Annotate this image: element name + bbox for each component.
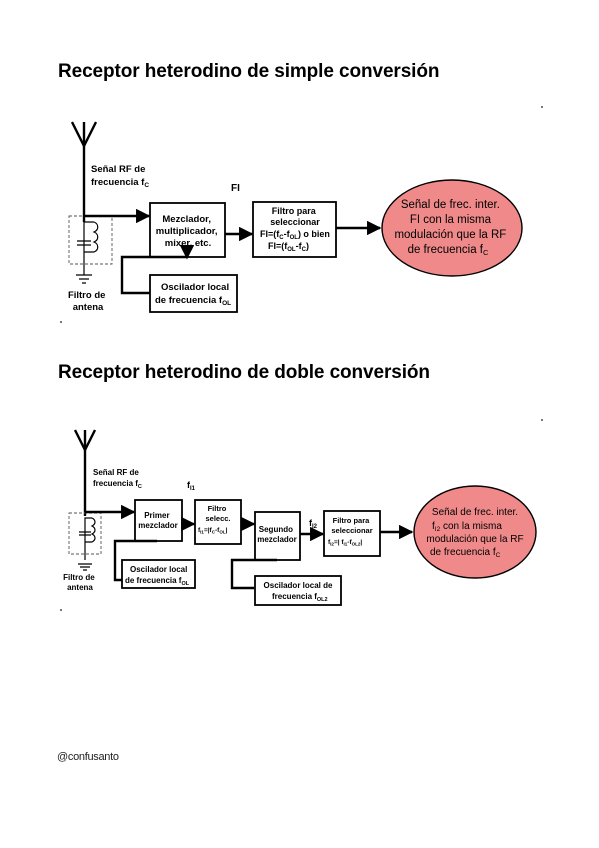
oscillator2-label: Oscilador local de bbox=[264, 581, 333, 590]
filter1-label: Filtro selecc. bbox=[205, 504, 230, 523]
output-signal-label-line3: modulación que la RF bbox=[426, 534, 523, 545]
filter2-formula: fI2=| fI1-fOL2| bbox=[328, 539, 362, 547]
antenna-filter-label: Filtro de antena bbox=[68, 290, 108, 313]
oscillator-box bbox=[149, 274, 238, 313]
oscillator2-label-line2: frecuencia fOL2 bbox=[272, 592, 328, 603]
stray-dot bbox=[541, 106, 543, 108]
filter-box bbox=[252, 201, 337, 258]
antenna-icon bbox=[70, 121, 98, 222]
stray-dot bbox=[541, 419, 543, 421]
simple-conversion-diagram: Señal RF de frecuencia fC Filtro de ante… bbox=[68, 121, 523, 313]
section-title-simple: Receptor heterodino de simple conversión bbox=[58, 61, 440, 82]
filter-label: Filtro para seleccionar bbox=[270, 206, 320, 227]
mixer1-box bbox=[134, 499, 183, 542]
output-signal-ellipse bbox=[381, 179, 523, 277]
fi-label: FI bbox=[231, 183, 240, 194]
mixer-label: Mezclador, multiplicador, mixer, etc. bbox=[156, 214, 220, 249]
signal-label: Señal RF de frecuencia fC bbox=[91, 164, 149, 189]
stray-dot bbox=[60, 321, 62, 323]
filter1-formula: fI1=|fC-fOL| bbox=[198, 527, 228, 535]
oscillator-to-mixer-line bbox=[120, 255, 187, 295]
filter2-label: Filtro para seleccionar bbox=[331, 516, 372, 535]
fi1-label: fI1 bbox=[187, 480, 196, 492]
output-signal-label-line2: fI2 con la misma bbox=[432, 521, 502, 533]
antenna-filter-icon bbox=[68, 215, 113, 284]
mixer1-label: Primer mezclador bbox=[138, 511, 178, 530]
oscillator1-label: Oscilador local de frecuencia fOL bbox=[125, 565, 190, 587]
filter2-box bbox=[323, 510, 381, 557]
oscillator1-box bbox=[121, 559, 196, 589]
oscillator-label: Oscilador local de frecuencia fOL bbox=[155, 282, 232, 307]
mixer2-label: Segundo mezclador bbox=[257, 525, 297, 544]
stray-dot bbox=[60, 609, 62, 611]
oscillator2-box bbox=[254, 575, 342, 606]
output-signal-ellipse bbox=[413, 485, 537, 579]
fi2-label: fI2 bbox=[309, 518, 318, 530]
antenna-filter-label: Filtro de antena bbox=[63, 573, 97, 592]
section-title-double: Receptor heterodino de doble conversión bbox=[58, 362, 430, 383]
antenna-filter-icon bbox=[68, 512, 102, 571]
filter1-box bbox=[194, 499, 242, 545]
mixer2-box bbox=[254, 511, 301, 561]
filter-formula-2: FI=(fOL-fC) bbox=[268, 241, 309, 253]
author-credit: @confusanto bbox=[57, 751, 119, 763]
double-conversion-diagram: Señal RF de frecuencia fC Filtro de ante… bbox=[63, 429, 537, 606]
signal-label: Señal RF de frecuencia fC bbox=[93, 468, 142, 490]
filter-formula-1: FI=(fC-fOL) o bien bbox=[260, 229, 330, 241]
oscillator2-to-mixer2-line bbox=[230, 558, 277, 590]
antenna-icon bbox=[73, 429, 97, 516]
output-signal-label: Señal de frec. inter. bbox=[432, 507, 518, 518]
output-signal-label: Señal de frec. inter. FI con la misma mo… bbox=[394, 199, 509, 257]
oscillator1-to-mixer1-line bbox=[113, 539, 157, 582]
output-signal-label-line4: de frecuencia fC bbox=[430, 547, 501, 559]
